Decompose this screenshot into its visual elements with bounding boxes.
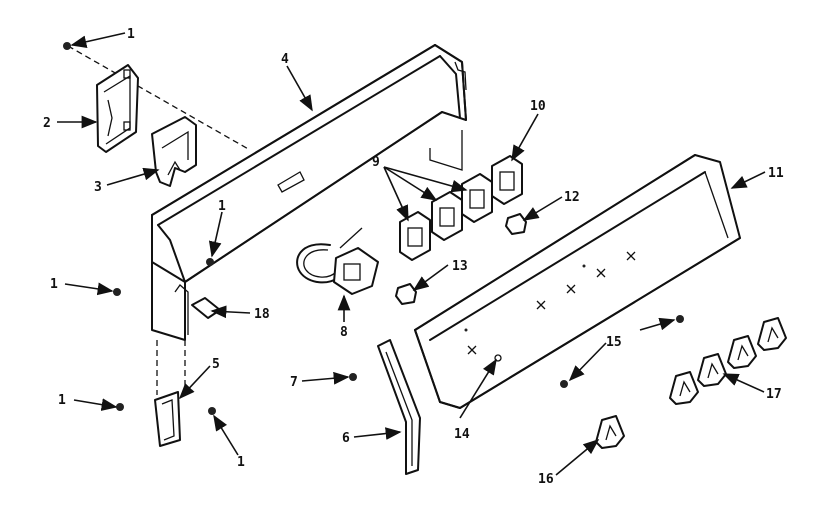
infinite-switch-group <box>399 155 523 261</box>
backguard-panel <box>151 44 467 341</box>
infinite-switch <box>491 155 523 205</box>
knob <box>669 371 699 405</box>
screw-icon <box>116 403 124 411</box>
screw-icon <box>113 288 121 296</box>
callout-6: 6 <box>342 431 350 446</box>
knob <box>697 353 727 387</box>
callout-1: 1 <box>237 455 245 470</box>
screw-icon <box>208 407 216 415</box>
insulation-bracket <box>151 116 197 187</box>
knob-marks <box>467 251 636 355</box>
callout-15: 15 <box>606 335 622 350</box>
knob <box>757 317 787 351</box>
callout-1: 1 <box>50 277 58 292</box>
knob <box>595 415 625 449</box>
screw-icon <box>206 258 214 266</box>
callout-13: 13 <box>452 259 468 274</box>
callout-10: 10 <box>530 99 546 114</box>
callout-8: 8 <box>340 325 348 340</box>
callout-labels: 1 2 3 4 1 1 18 8 9 10 11 12 13 5 1 1 7 6… <box>43 27 784 487</box>
screw-icon <box>560 380 568 388</box>
screw-icon <box>349 373 357 381</box>
indicator-lamp <box>505 213 527 235</box>
callout-9: 9 <box>372 155 380 170</box>
small-switch <box>395 283 417 305</box>
knob-group <box>595 317 787 449</box>
callout-5: 5 <box>212 357 220 372</box>
callout-16: 16 <box>538 472 554 487</box>
callout-3: 3 <box>94 180 102 195</box>
control-panel <box>414 154 741 409</box>
infinite-switch <box>431 191 463 241</box>
callout-14: 14 <box>454 427 470 442</box>
end-bracket <box>96 64 139 153</box>
callout-2: 2 <box>43 116 51 131</box>
callout-7: 7 <box>290 375 298 390</box>
knob <box>727 335 757 369</box>
clip <box>191 297 221 319</box>
callout-12: 12 <box>564 190 580 205</box>
infinite-switch <box>461 173 493 223</box>
callout-1: 1 <box>58 393 66 408</box>
end-trim <box>377 339 421 475</box>
side-bracket <box>154 391 181 447</box>
screw-icon <box>63 42 71 50</box>
callout-18: 18 <box>254 307 270 322</box>
callout-1: 1 <box>218 199 226 214</box>
leader-lines <box>57 32 766 476</box>
screw-icon <box>676 315 684 323</box>
infinite-switch <box>399 211 431 261</box>
callout-11: 11 <box>768 166 784 181</box>
callout-4: 4 <box>281 52 289 67</box>
callout-1: 1 <box>127 27 135 42</box>
timer-harness <box>296 227 379 295</box>
callout-17: 17 <box>766 387 782 402</box>
